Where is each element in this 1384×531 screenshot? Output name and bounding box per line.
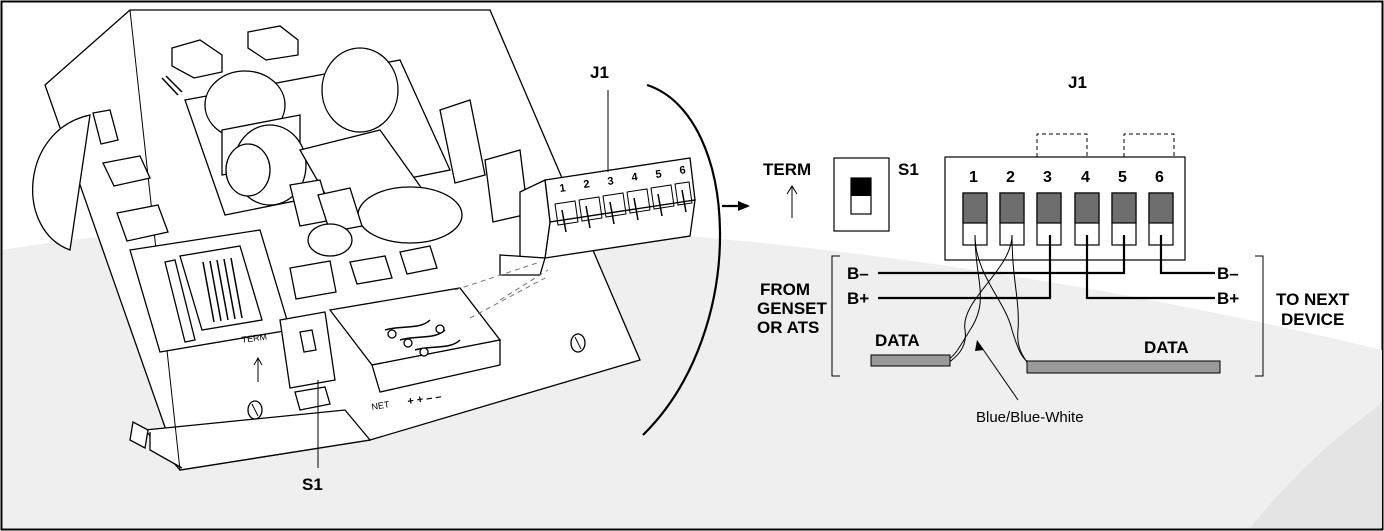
data-cable-right xyxy=(1026,360,1221,374)
to-bracket xyxy=(1255,255,1264,377)
net-header xyxy=(328,287,502,393)
j1-pin-5-label: 5 xyxy=(1118,169,1127,186)
zoom-arc xyxy=(642,83,722,436)
left-bplus-label: B+ xyxy=(847,289,869,308)
chip xyxy=(92,109,119,145)
jumper-5-6 xyxy=(1123,133,1175,157)
j1-pin-6-label: 6 xyxy=(1155,169,1164,186)
wiring-schematic: TERM S1 J1 1 2 3 4 5 6 xyxy=(757,73,1350,426)
s1-label: S1 xyxy=(898,160,919,179)
j1-label: J1 xyxy=(1068,73,1087,92)
j1-pin-3-label: 3 xyxy=(1043,169,1052,186)
wire-bminus-right xyxy=(1159,235,1215,275)
board-pin-6: 6 xyxy=(679,164,687,177)
rj-jack xyxy=(129,229,291,353)
chip xyxy=(289,260,337,300)
board-net-label: NET xyxy=(371,399,391,412)
term-arrow-icon xyxy=(786,185,798,218)
background-swoosh-highlight xyxy=(1250,400,1382,528)
capacitor-block xyxy=(184,47,486,257)
wire-bplus-right xyxy=(1085,235,1215,300)
data-left-label: DATA xyxy=(875,331,920,350)
data-cable-left xyxy=(870,354,951,367)
term-label: TERM xyxy=(763,160,811,179)
j1-pin-4-label: 4 xyxy=(1081,169,1090,186)
projection-lines xyxy=(454,261,549,319)
from-bracket xyxy=(831,255,840,377)
chip xyxy=(102,155,151,187)
term-switch-lever xyxy=(851,178,871,196)
j1-pin-2-label: 2 xyxy=(1006,169,1015,186)
chip xyxy=(349,255,393,285)
board-s1-label: S1 xyxy=(302,475,323,494)
board-term-arrow-icon xyxy=(253,356,263,382)
right-bplus-label: B+ xyxy=(1217,289,1239,308)
board-j1-label: J1 xyxy=(590,63,609,82)
data-twisted-pair xyxy=(947,234,1029,365)
j1-pin-1-label: 1 xyxy=(969,169,978,186)
jumper-3-4 xyxy=(1036,133,1088,157)
board-pin-3: 3 xyxy=(607,175,615,188)
to-label-line2: DEVICE xyxy=(1281,310,1344,329)
board-pin-1: 1 xyxy=(559,182,567,195)
chip xyxy=(116,204,169,242)
board-switch-s1 xyxy=(279,311,336,411)
right-bminus-label: B– xyxy=(1217,264,1239,283)
board-net-polarity: + + – – xyxy=(407,391,443,408)
from-label-line3: OR ATS xyxy=(757,318,819,337)
wire-bplus-left xyxy=(878,235,1052,300)
board-pin-2: 2 xyxy=(583,178,591,191)
left-bminus-label: B– xyxy=(847,264,869,283)
wire-bminus-left xyxy=(878,235,1126,275)
board-pin-5: 5 xyxy=(655,168,663,181)
data-right-label: DATA xyxy=(1144,338,1189,357)
board-j1-terminal-block xyxy=(499,157,696,276)
chip xyxy=(247,25,299,61)
from-label-line1: FROM xyxy=(760,280,810,299)
board-pin-4: 4 xyxy=(631,171,640,184)
chip xyxy=(171,39,223,79)
mount-bracket xyxy=(32,114,91,251)
wire-callout-arrow xyxy=(979,344,1019,401)
to-label-line1: TO NEXT xyxy=(1276,290,1350,309)
from-label-line2: GENSET xyxy=(757,299,828,318)
wire-color-label: Blue/Blue-White xyxy=(976,409,1084,426)
chip xyxy=(399,245,438,275)
circuit-board-illustration: NET + + – – TERM S1 xyxy=(32,9,750,494)
board-term-label: TERM xyxy=(241,332,268,345)
